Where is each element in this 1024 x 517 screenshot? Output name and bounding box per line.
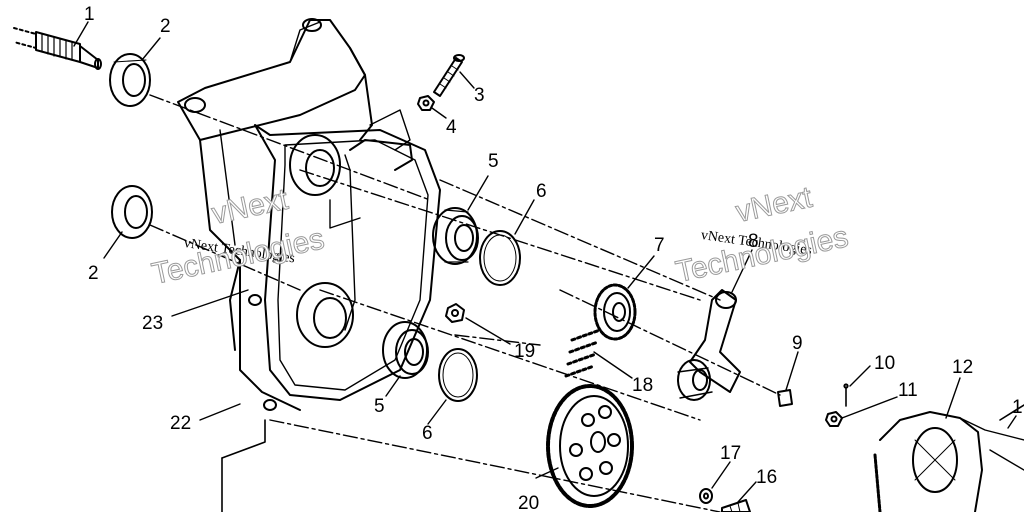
part-10-pin (843, 383, 849, 407)
callout-11: 11 (898, 380, 918, 401)
callout-8: 8 (748, 231, 759, 252)
callout-4: 4 (446, 117, 457, 138)
part-9-washer (777, 389, 793, 407)
callout-5-lower: 5 (374, 396, 385, 417)
part-16-bolt (721, 499, 751, 513)
part-20-gear (546, 384, 634, 508)
callout-19: 19 (514, 341, 536, 362)
callout-3: 3 (474, 85, 485, 106)
part-2-seal-upper (109, 53, 151, 107)
callout-6-upper: 6 (536, 181, 547, 202)
callout-1-right: 1 (1012, 397, 1023, 418)
callout-17: 17 (720, 443, 742, 464)
callout-20: 20 (518, 493, 540, 514)
part-4-nut (417, 95, 435, 111)
part-11-nut (825, 411, 843, 427)
housing (177, 18, 441, 411)
callout-2-upper: 2 (160, 16, 171, 37)
part-8-tensioner-arm (677, 289, 741, 401)
part-17-washer (699, 488, 713, 504)
callout-22: 22 (170, 413, 192, 434)
callout-18: 18 (632, 375, 654, 396)
part-5-bearing-lower (382, 321, 429, 379)
callout-7: 7 (654, 235, 665, 256)
callout-10: 10 (874, 353, 896, 374)
part-12-cover (873, 404, 1024, 514)
part-19-nut (445, 303, 465, 323)
part-1-shaft (13, 27, 102, 70)
part-22-bracket (221, 419, 266, 513)
callout-6-lower: 6 (422, 423, 433, 444)
part-6-ring-lower (438, 348, 478, 402)
callout-23: 23 (142, 313, 164, 334)
callout-12: 12 (952, 357, 974, 378)
part-2-seal-lower (111, 185, 153, 239)
callout-2-lower: 2 (88, 263, 99, 284)
callout-5-upper: 5 (488, 151, 499, 172)
part-3-bolt (433, 54, 465, 97)
callout-9: 9 (792, 333, 803, 354)
part-7-sprocket (593, 283, 637, 341)
part-6-ring-upper (479, 230, 521, 286)
callout-1: 1 (84, 4, 95, 25)
callout-16: 16 (756, 467, 778, 488)
part-5-bearing-upper (432, 207, 479, 265)
part-18-chain (564, 328, 602, 378)
leader-lines (73, 21, 1017, 503)
